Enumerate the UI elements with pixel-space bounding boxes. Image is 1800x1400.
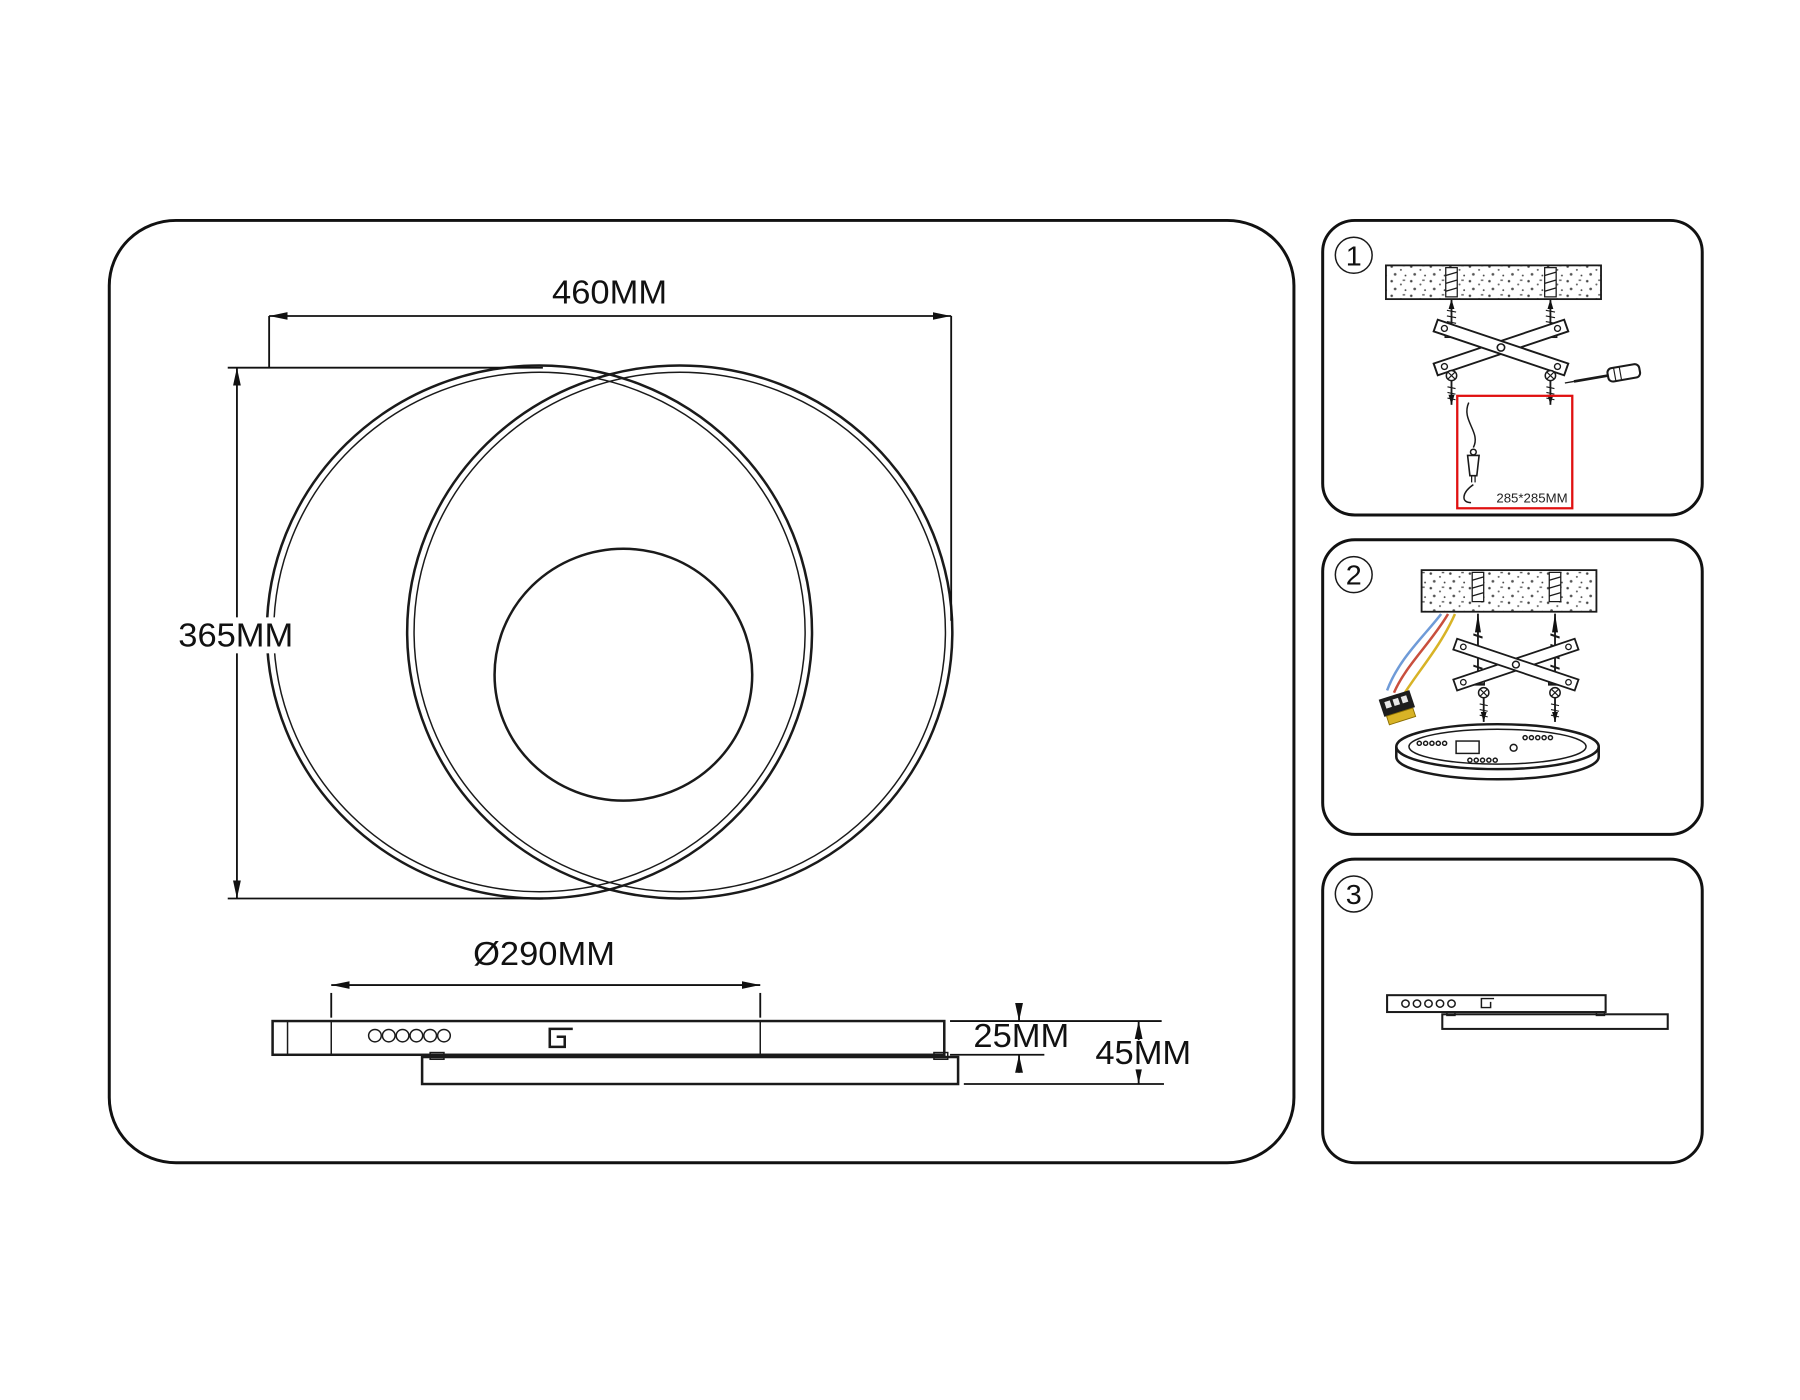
ceiling — [1420, 569, 1598, 613]
screwdriver-icon — [1564, 363, 1642, 384]
screw-down-icon — [1446, 371, 1456, 405]
left-ring-inner — [272, 371, 806, 893]
dim-inner-label: Ø290MM — [473, 935, 615, 973]
dim-thickness-label: 25MM — [973, 1017, 1069, 1055]
dim-width-label: 460MM — [552, 274, 667, 312]
center-hole — [1509, 743, 1518, 752]
dim-height-label-bg — [170, 617, 302, 654]
spring-clips-icon — [367, 1028, 452, 1043]
power-cord-icon — [1463, 402, 1481, 504]
screw-down-icon — [1479, 688, 1489, 722]
right-ring-outer — [405, 364, 954, 900]
wire-red — [1392, 613, 1450, 694]
wall-anchor-icon — [1544, 266, 1557, 298]
dimension-width: 460MM — [268, 274, 953, 621]
step3-panel: 3 — [1321, 857, 1704, 1165]
size-highlight-box — [1456, 394, 1574, 510]
left-ring-outer — [265, 364, 814, 900]
screw-down-icon — [1550, 688, 1560, 722]
wire-blue — [1385, 613, 1443, 691]
step2-border — [1321, 538, 1704, 836]
step1-panel: 1 285*285MM — [1321, 218, 1704, 517]
side-lower-plate — [420, 1055, 960, 1086]
vent-holes — [1416, 734, 1554, 763]
right-ring-inner — [413, 371, 947, 893]
main-panel: 460MM 365MM Ø290MM — [107, 218, 1296, 1165]
dimension-inner-diameter: Ø290MM — [330, 935, 762, 1018]
wall-anchor-icon — [1471, 571, 1485, 603]
mounting-size-note: 285*285MM — [1496, 491, 1567, 506]
step1-number: 1 — [1346, 241, 1362, 273]
screw-down-icon — [1545, 371, 1555, 405]
top-view-rings — [265, 364, 954, 900]
step2-number: 2 — [1346, 560, 1362, 592]
step2-badge — [1334, 555, 1373, 594]
ceiling — [1385, 264, 1602, 301]
step3-badge — [1334, 875, 1373, 913]
step2-panel: 2 — [1321, 538, 1704, 836]
wire-yellow — [1400, 613, 1457, 698]
mount-hook-icon — [1480, 997, 1495, 1009]
step1-badge — [1334, 236, 1373, 274]
step3-border — [1321, 857, 1704, 1165]
mounting-bracket — [1432, 318, 1570, 377]
step1-border — [1321, 218, 1704, 517]
step3-lamp-side-view — [1386, 994, 1669, 1030]
supply-wires — [1385, 613, 1457, 698]
dim-total-label-bg — [1096, 1040, 1189, 1070]
dimension-height: 365MM — [170, 366, 543, 900]
dim-total-height-label: 45MM — [1095, 1034, 1191, 1072]
main-panel-border — [107, 218, 1296, 1165]
side-view — [271, 1019, 960, 1086]
driver-box — [1455, 740, 1480, 755]
side-upper-plate — [271, 1019, 946, 1057]
lamp-base-plate — [1395, 722, 1600, 781]
dimension-thickness: 25MM — [950, 1003, 1162, 1073]
wall-anchor-icon — [1445, 266, 1458, 298]
step3-number: 3 — [1346, 879, 1362, 911]
mount-hook-icon — [548, 1027, 573, 1049]
wall-anchor-icon — [1548, 571, 1562, 603]
center-circle — [493, 547, 754, 802]
dimension-total-height: 45MM — [963, 1021, 1191, 1085]
wire-connector-icon — [1378, 690, 1417, 726]
dim-height-label: 365MM — [178, 617, 293, 655]
mounting-bracket — [1452, 637, 1580, 692]
